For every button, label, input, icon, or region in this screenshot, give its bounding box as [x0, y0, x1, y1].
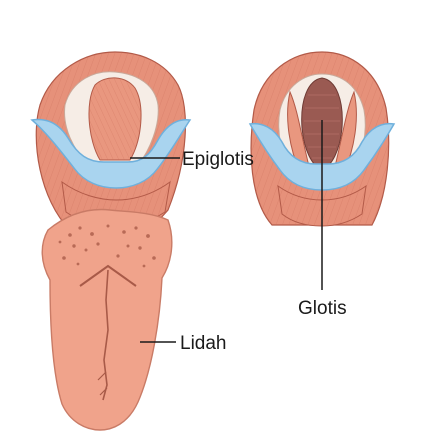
tongue-papillae — [58, 224, 156, 268]
left-epiglottis-cartilage — [30, 118, 192, 189]
glotis-label: Glotis — [298, 298, 347, 319]
tongue-figure — [41, 208, 173, 431]
tongue-median-groove — [102, 269, 109, 401]
tongue-sulcus-terminalis — [79, 264, 137, 287]
lidah-label: Lidah — [180, 333, 227, 354]
epiglotis-label: Epiglotis — [182, 149, 254, 170]
left-larynx-figure — [30, 51, 192, 231]
right-larynx-cartilage — [248, 122, 396, 191]
